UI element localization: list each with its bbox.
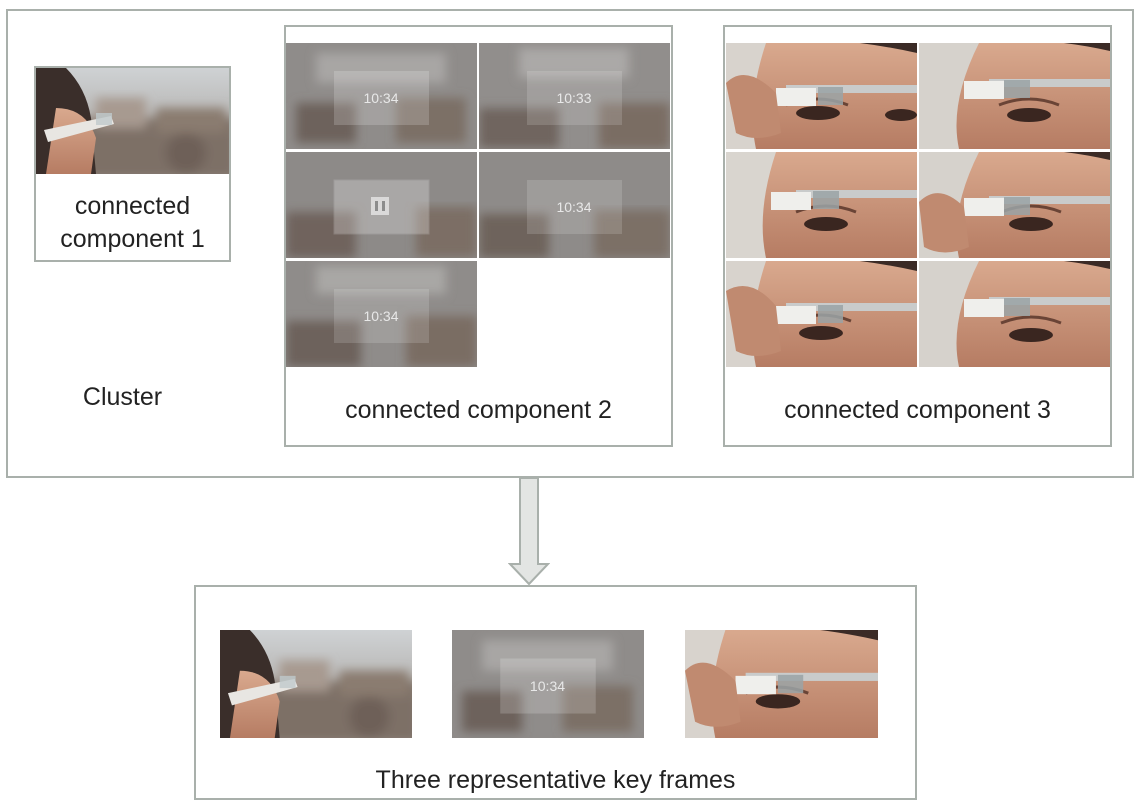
component-3-label: connected component 3	[784, 396, 1051, 424]
key-frame-2: 10:34	[452, 630, 644, 738]
component-3-frame-2	[919, 43, 1110, 149]
component-2-frame-4: 10:34	[479, 152, 670, 258]
frame-time: 10:34	[556, 199, 591, 215]
component-3-frame-1	[726, 43, 917, 149]
key-frames-label: Three representative key frames	[375, 766, 736, 794]
cluster-label: Cluster	[82, 383, 163, 411]
key-frame-1	[220, 630, 412, 738]
component-2-frame-1: 10:34	[286, 43, 477, 149]
component-1-frame	[36, 68, 229, 174]
component-1-label: connected component 1	[60, 192, 205, 253]
frame-time: 10:34	[363, 308, 398, 324]
frame-time: 10:33	[556, 90, 591, 106]
component-3-frame-4	[919, 152, 1110, 258]
component-2-label: connected component 2	[345, 396, 612, 424]
component-3-frame-3	[726, 152, 917, 258]
app-icon	[371, 197, 389, 215]
down-arrow-icon	[508, 478, 550, 586]
component-2-frame-2: 10:33	[479, 43, 670, 149]
street-scene-thumbnail	[220, 630, 412, 738]
key-frame-3	[685, 630, 878, 738]
street-scene-thumbnail	[36, 68, 229, 174]
component-3-frame-6	[919, 261, 1110, 367]
component-2-frame-3	[286, 152, 477, 258]
frame-time: 10:34	[363, 90, 398, 106]
component-2-frame-5: 10:34	[286, 261, 477, 367]
component-3-frame-5	[726, 261, 917, 367]
frame-time: 10:34	[530, 679, 565, 695]
